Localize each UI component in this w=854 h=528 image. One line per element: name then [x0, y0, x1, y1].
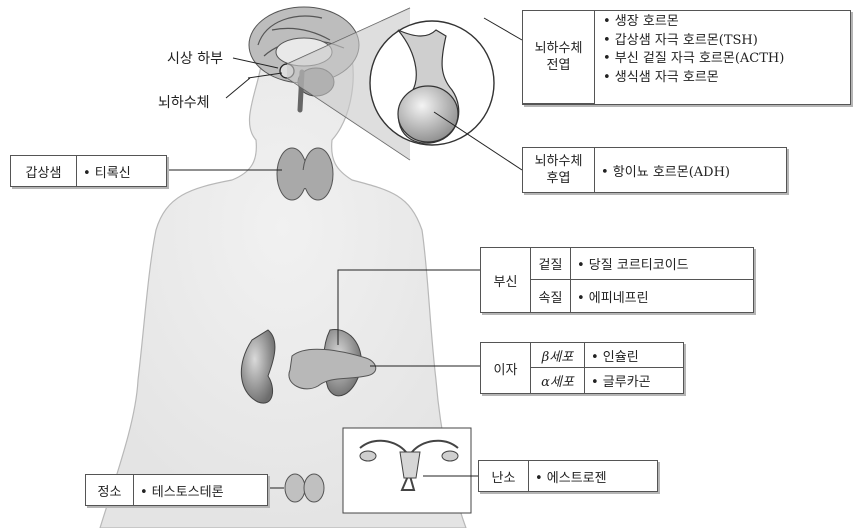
- anterior-item-4: • 생식샘 자극 호르몬: [603, 69, 784, 88]
- pancreas-alpha-hormone: • 글루카곤: [585, 368, 683, 393]
- adrenal-cortex-hormone: • 당질 코르티코이드: [571, 248, 753, 280]
- pancreas-beta-label: β세포: [531, 343, 585, 368]
- anterior-item-2: • 갑상샘 자극 호르몬(TSH): [603, 32, 784, 51]
- thyroid-head: 갑상샘: [11, 156, 77, 186]
- pancreas-beta-hormone: • 인슐린: [585, 343, 683, 368]
- thyroid-table: 갑상샘 • 티록신: [10, 155, 167, 187]
- pancreas-table: 이자 β세포 • 인슐린 α세포 • 글루카곤: [480, 342, 684, 394]
- adrenal-cortex-label: 겉질: [531, 248, 571, 280]
- anterior-pituitary-table: 뇌하수체 전엽 • 생장 호르몬 • 갑상샘 자극 호르몬(TSH) • 부신 …: [522, 10, 851, 105]
- pituitary-label: 뇌하수체: [158, 92, 210, 112]
- pancreas-head: 이자: [481, 343, 531, 393]
- adrenal-medulla-label: 속질: [531, 280, 571, 312]
- adrenal-medulla-hormone: • 에피네프린: [571, 280, 753, 312]
- anterior-head-line1: 뇌하수체: [535, 40, 583, 57]
- posterior-head-line1: 뇌하수체: [535, 153, 583, 170]
- ovary-table: 난소 • 에스트로젠: [478, 460, 658, 492]
- posterior-pituitary-table: 뇌하수체 후엽 • 항이뇨 호르몬(ADH): [522, 147, 787, 193]
- testis-hormone: • 테스토스테론: [134, 475, 267, 505]
- anterior-item-1: • 생장 호르몬: [603, 13, 784, 32]
- testis-head: 정소: [86, 475, 134, 505]
- anterior-item-3: • 부신 겉질 자극 호르몬(ACTH): [603, 50, 784, 69]
- testis-table: 정소 • 테스토스테론: [85, 474, 268, 506]
- adrenal-table: 부신 겉질 • 당질 코르티코이드 속질 • 에피네프린: [480, 247, 754, 313]
- anterior-head-line2: 전엽: [547, 57, 571, 74]
- ovary-head: 난소: [479, 461, 529, 491]
- hypothalamus-label: 시상 하부: [167, 48, 223, 68]
- adrenal-head: 부신: [481, 248, 531, 312]
- posterior-hormone: • 항이뇨 호르몬(ADH): [595, 148, 786, 192]
- posterior-head-cell: 뇌하수체 후엽: [523, 148, 595, 192]
- anterior-hormone-list: • 생장 호르몬 • 갑상샘 자극 호르몬(TSH) • 부신 겉질 자극 호르…: [595, 13, 784, 87]
- ovary-hormone: • 에스트로젠: [529, 461, 657, 491]
- thyroid-hormone: • 티록신: [77, 156, 166, 186]
- pancreas-alpha-label: α세포: [531, 368, 585, 393]
- posterior-head-line2: 후엽: [547, 170, 571, 187]
- anterior-head-cell: 뇌하수체 전엽: [523, 11, 595, 104]
